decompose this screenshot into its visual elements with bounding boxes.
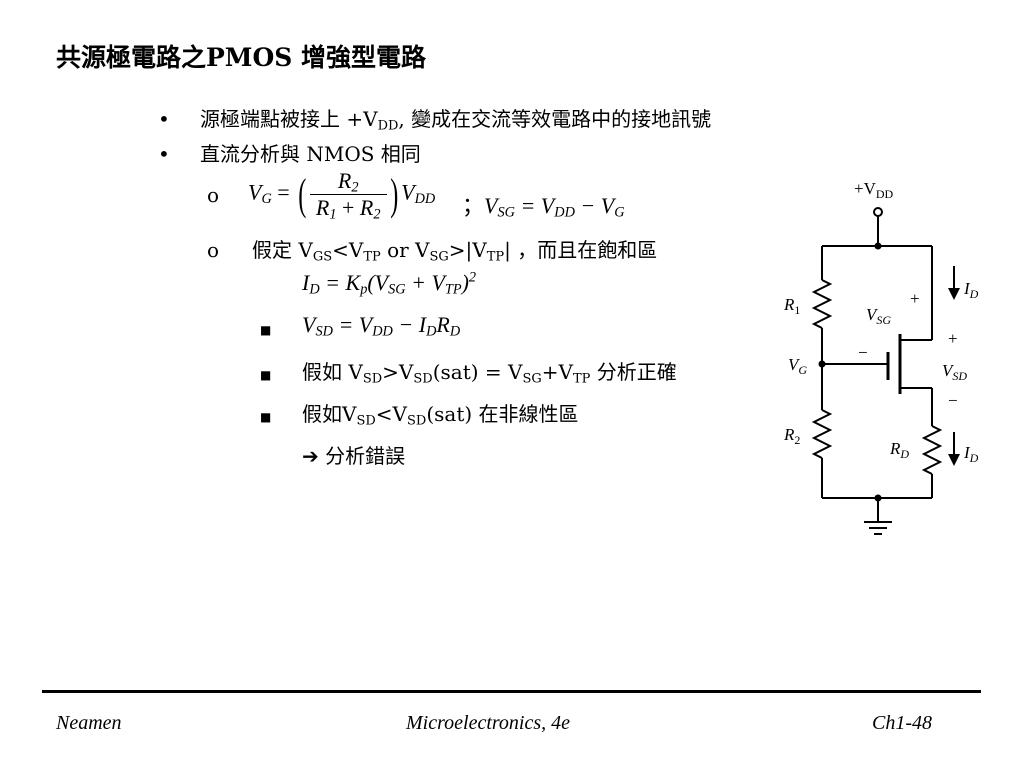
footer-page-number: Ch1-48 bbox=[872, 712, 932, 734]
r1-resistor bbox=[811, 279, 833, 329]
vdd-terminal bbox=[873, 207, 883, 217]
vsg-plus-sign: + bbox=[910, 289, 920, 308]
rd-resistor bbox=[921, 425, 943, 475]
id-top-label: ID bbox=[963, 279, 979, 301]
equation-vsg: ；VSG = VDD − VG bbox=[462, 193, 625, 221]
pmos-circuit-diagram: +VDD R1 R2 RD VG VSG VSD ID ID + − + − bbox=[783, 179, 979, 535]
id-bottom-label: ID bbox=[963, 443, 979, 465]
footer-divider bbox=[42, 690, 981, 693]
vsd-plus-sign: + bbox=[948, 329, 958, 348]
vdd-label: +VDD bbox=[854, 179, 894, 201]
bullet-marker: • bbox=[158, 142, 170, 166]
id-top-arrow-icon bbox=[948, 288, 960, 300]
rd-label: RD bbox=[889, 439, 909, 461]
vg-label: VG bbox=[788, 355, 807, 377]
vsd-minus-sign: − bbox=[948, 391, 958, 410]
square-marker: ■ bbox=[260, 323, 272, 337]
r2-label: R2 bbox=[783, 425, 800, 447]
id-bottom-arrow-icon bbox=[948, 454, 960, 466]
right-arrow-icon: ➔ bbox=[302, 444, 319, 468]
equation-id-saturation: ID = Kp(VSG + VTP)2 bbox=[302, 269, 477, 298]
vsg-minus-sign: − bbox=[858, 343, 868, 362]
footer-author: Neamen bbox=[56, 712, 122, 734]
sub-bullet-marker: o bbox=[207, 183, 220, 207]
bullet-text-ground-signal: 源極端點被接上 +VDD, 變成在交流等效電路中的接地訊號 bbox=[200, 107, 712, 134]
equation-vsd: VSD = VDD − IDRD bbox=[302, 312, 461, 340]
r1-label: R1 bbox=[783, 295, 800, 317]
footer-book-title: Microelectronics, 4e bbox=[406, 712, 571, 734]
square-marker: ■ bbox=[260, 368, 272, 382]
bullet-marker: • bbox=[158, 107, 170, 131]
bullet-text-dc-analysis: 直流分析與 NMOS 相同 bbox=[200, 142, 421, 166]
sub-bullet-marker: o bbox=[207, 238, 220, 262]
square-marker: ■ bbox=[260, 410, 272, 424]
conclusion-wrong: ➔ 分析錯誤 bbox=[302, 444, 406, 468]
assumption-text: 假定 VGS<VTP or VSG>|VTP| ，而且在飽和區 bbox=[252, 238, 658, 265]
condition-correct: 假如 VSD>VSD(sat) = VSG+VTP 分析正確 bbox=[302, 360, 677, 387]
r2-resistor bbox=[811, 409, 833, 459]
slide-title: 共源極電路之PMOS 增強型電路 bbox=[56, 43, 427, 72]
vsg-label: VSG bbox=[866, 305, 891, 327]
condition-nonlinear: 假如VSD<VSD(sat) 在非線性區 bbox=[302, 402, 579, 429]
vsd-label: VSD bbox=[942, 361, 967, 383]
